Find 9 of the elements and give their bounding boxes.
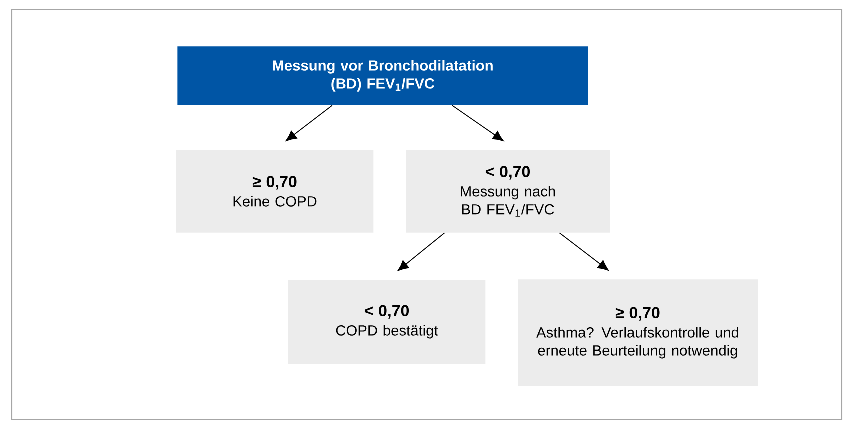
title-box: Messung vor Bronchodilatation (BD) FEV$_{1}$/FVC [178,46,588,106]
arrow [559,232,609,271]
arrow [286,105,333,142]
arrow [398,232,446,272]
arrow [452,105,504,142]
result-box: < 0,70 Messung nach BD FEV$_{1}$/FVC [406,150,610,233]
result-box: ≥ 0,70 Keine COPD [176,150,374,233]
result-box: ≥ 0,70 Asthma? Verlaufskontrolle und erneute Beurteilung notwendig [518,280,758,386]
result-box: < 0,70 COPD bestätigt [288,280,486,364]
